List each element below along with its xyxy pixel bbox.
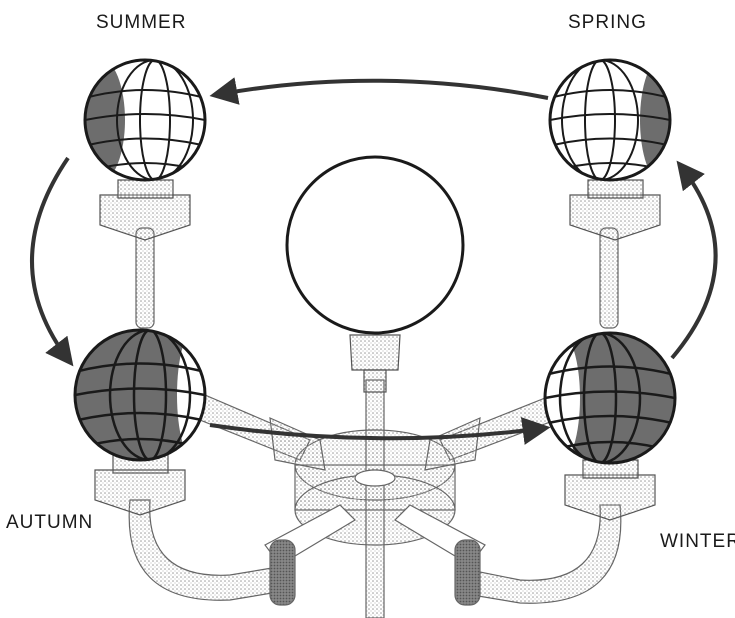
globe-pedestals (94, 179, 661, 521)
arrow-summer-to-autumn (30, 156, 74, 367)
arrow-winter-to-spring (670, 160, 718, 360)
globe-winter (543, 331, 677, 465)
arrow-autumn-to-winter (209, 417, 551, 445)
globe-summer (83, 58, 207, 182)
orbit-arrows (30, 77, 718, 445)
label-autumn: AUTUMN (6, 512, 94, 533)
globe-spring (548, 58, 672, 182)
orrery-base (128, 227, 622, 618)
arrow-spring-to-summer (209, 77, 549, 105)
label-spring: SPRING (568, 12, 647, 33)
label-winter: WINTER (660, 531, 735, 552)
sun (285, 155, 465, 393)
globe-autumn (73, 328, 207, 462)
label-summer: SUMMER (96, 12, 187, 33)
